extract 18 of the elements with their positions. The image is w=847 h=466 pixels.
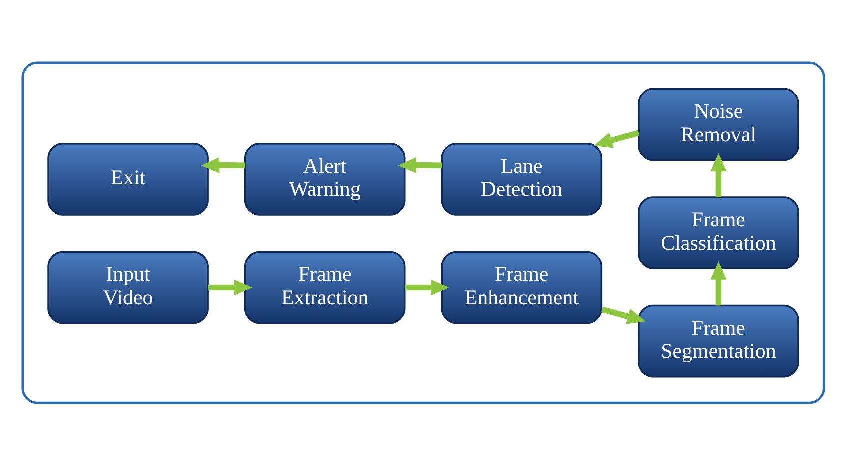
node-box: Lane Detection bbox=[441, 143, 603, 216]
arrow bbox=[710, 262, 727, 306]
node-box: Frame Enhancement bbox=[441, 251, 603, 324]
arrow bbox=[398, 157, 442, 174]
arrow bbox=[601, 306, 646, 324]
node-box: Exit bbox=[48, 143, 209, 216]
arrow bbox=[201, 157, 246, 174]
node-box: Frame Segmentation bbox=[638, 304, 800, 378]
node-box: Alert Warning bbox=[244, 143, 406, 216]
arrow bbox=[405, 280, 450, 296]
node-box: Input Video bbox=[48, 251, 209, 324]
node-box: Frame Extraction bbox=[244, 251, 406, 324]
arrow bbox=[594, 130, 640, 148]
node-box: Noise Removal bbox=[638, 88, 800, 162]
cluster bbox=[22, 62, 826, 404]
arrow bbox=[208, 280, 252, 296]
node-box: Frame Classification bbox=[638, 196, 800, 270]
arrow bbox=[710, 153, 727, 198]
